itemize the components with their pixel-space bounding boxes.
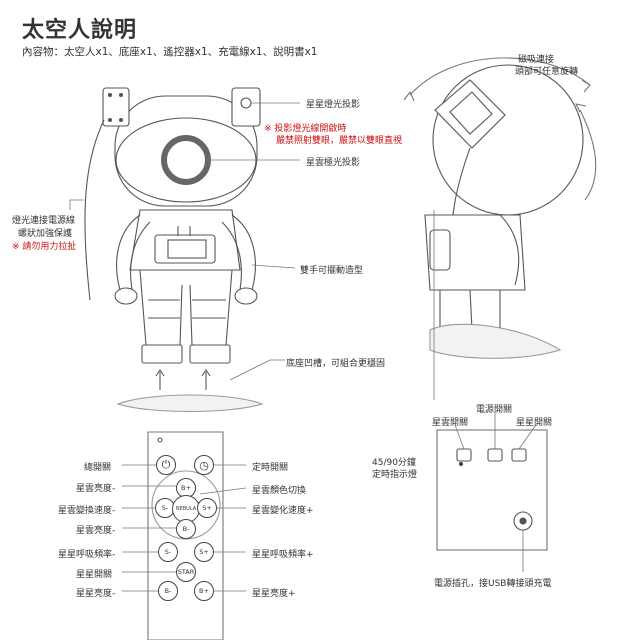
- magnet-label-line1: 磁吸連接: [518, 55, 555, 65]
- remote-label-star-breath-up: 星星呼吸頻率+: [252, 550, 314, 560]
- remote-star-brightness-down-button[interactable]: B-: [158, 581, 178, 601]
- contents-list: 內容物：太空人x1、底座x1、遙控器x1、充電線x1、說明書x1: [22, 46, 318, 58]
- remote-power-button[interactable]: ⏻: [156, 455, 176, 475]
- remote-label-star-brightness-up: 星星亮度+: [252, 589, 296, 599]
- cable-warning: ※ 請勿用力拉扯: [12, 242, 77, 252]
- remote-label-nebula-speed-up: 星雲變化速度+: [252, 506, 314, 516]
- power-icon: ⏻: [161, 458, 171, 471]
- star-laser-label: 星星燈光投影: [306, 100, 361, 110]
- page-title: 太空人說明: [22, 18, 138, 43]
- remote-label-master: 總開關: [84, 463, 112, 473]
- remote-label-timer: 定時開關: [252, 463, 289, 473]
- remote-timer-button[interactable]: ◷: [194, 455, 214, 475]
- magnet-label-line2: 頭部可任意旋轉: [515, 67, 579, 77]
- remote-star-brightness-up-button[interactable]: B+: [194, 581, 214, 601]
- timer-icon: ◷: [199, 458, 209, 472]
- remote-label-nebula-speed-down: 星雲變換速度-: [58, 506, 116, 516]
- laser-warning-line1: ※ 投影燈光線開啟時: [264, 124, 347, 134]
- star-switch-label: 星星開關: [516, 418, 553, 428]
- timer-label-line1: 45/90分鐘: [372, 458, 416, 468]
- remote-nebula-brightness-up-button[interactable]: B+: [176, 478, 196, 498]
- arms-label: 雙手可擺動造型: [300, 266, 364, 276]
- remote-star-breath-down-button[interactable]: S-: [158, 542, 178, 562]
- remote-star-button[interactable]: STAR: [176, 562, 196, 582]
- remote-label-star-breath-down: 星星呼吸頻率-: [58, 550, 116, 560]
- remote-label-star-switch: 星星開關: [76, 570, 113, 580]
- cable-label-line1: 燈光連接電源線: [12, 216, 76, 226]
- remote-label-star-brightness-down: 星星亮度-: [76, 589, 116, 599]
- remote-nebula-brightness-down-button[interactable]: B-: [176, 519, 196, 539]
- remote-star-breath-up-button[interactable]: S+: [194, 542, 214, 562]
- timer-label-line2: 定時指示燈: [372, 470, 418, 480]
- nebula-projection-label: 星雲極光投影: [306, 158, 361, 168]
- laser-warning-line2: 嚴禁照射雙眼，嚴禁以雙眼直視: [276, 136, 403, 146]
- remote-nebula-speed-up-button[interactable]: S+: [197, 498, 217, 518]
- nebula-switch-label: 星雲開關: [432, 418, 469, 428]
- remote-label-nebula-color: 星雲顏色切換: [252, 486, 307, 496]
- usb-port-label: 電源插孔，接USB轉接頭充電: [434, 579, 552, 589]
- cable-label-line2: 螺狀加強保護: [18, 229, 73, 239]
- remote-label-nebula-brightness-down-2: 星雲亮度-: [76, 526, 116, 536]
- base-label: 底座凹槽，可組合更穩固: [286, 359, 386, 369]
- remote-label-nebula-brightness-down: 星雲亮度-: [76, 484, 116, 494]
- power-switch-label: 電源開關: [476, 405, 513, 415]
